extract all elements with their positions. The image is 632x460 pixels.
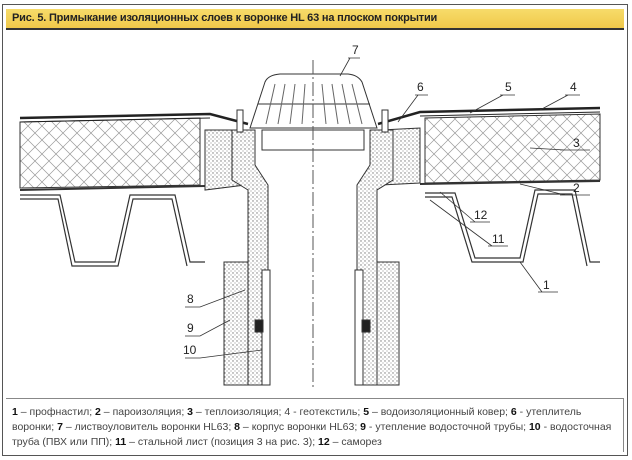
label-1: 1 bbox=[543, 278, 550, 292]
legend-item: 7 – листвоуловитель воронки HL63; bbox=[57, 421, 235, 433]
label-3: 3 bbox=[573, 136, 580, 150]
legend-item: 1 – профнастил; bbox=[12, 406, 96, 418]
wing-nut bbox=[236, 109, 389, 133]
vapor-barrier bbox=[19, 180, 601, 191]
leader-lines bbox=[185, 57, 590, 359]
label-12: 12 bbox=[474, 208, 488, 222]
waterproofing-membrane bbox=[19, 106, 601, 126]
legend-item: 2 – пароизоляция; bbox=[95, 406, 188, 418]
legend-item: 11 – стальной лист (позиция 3 на рис. 3)… bbox=[115, 436, 319, 448]
label-7: 7 bbox=[352, 43, 359, 57]
label-11: 11 bbox=[492, 232, 505, 246]
label-8: 8 bbox=[187, 292, 194, 306]
legend-item: 6 - утеплитель воронки; bbox=[12, 406, 582, 433]
legend-item: 12 – саморез bbox=[318, 436, 382, 448]
figure-title: Рис. 5. Примыкание изоляционных слоев к … bbox=[6, 9, 624, 30]
legend-item: 10 - водосточная труба (ПВХ или ПП); bbox=[12, 421, 612, 448]
label-9: 9 bbox=[187, 321, 194, 335]
label-2: 2 bbox=[573, 181, 580, 195]
label-4: 4 bbox=[570, 80, 577, 94]
legend-item: 5 – водоизоляционный ковер; bbox=[363, 406, 511, 418]
thermal-insulation bbox=[19, 113, 601, 189]
legend-item: 8 – корпус воронки HL63; bbox=[234, 421, 361, 433]
figure-frame bbox=[2, 4, 628, 456]
callout-labels: 7 6 5 4 3 2 12 11 1 8 9 10 bbox=[183, 43, 580, 357]
legend-item: 9 - утепление водосточной трубы; bbox=[360, 421, 529, 433]
label-6: 6 bbox=[417, 80, 424, 94]
label-5: 5 bbox=[505, 80, 512, 94]
profiled-sheet bbox=[20, 189, 600, 267]
downpipe bbox=[254, 269, 371, 386]
figure-legend: 1 – профнастил; 2 – пароизоляция; 3 – те… bbox=[6, 398, 624, 452]
legend-item: 3 – теплоизоляция; 4 - геотекстиль; bbox=[187, 406, 364, 418]
label-10: 10 bbox=[183, 343, 197, 357]
